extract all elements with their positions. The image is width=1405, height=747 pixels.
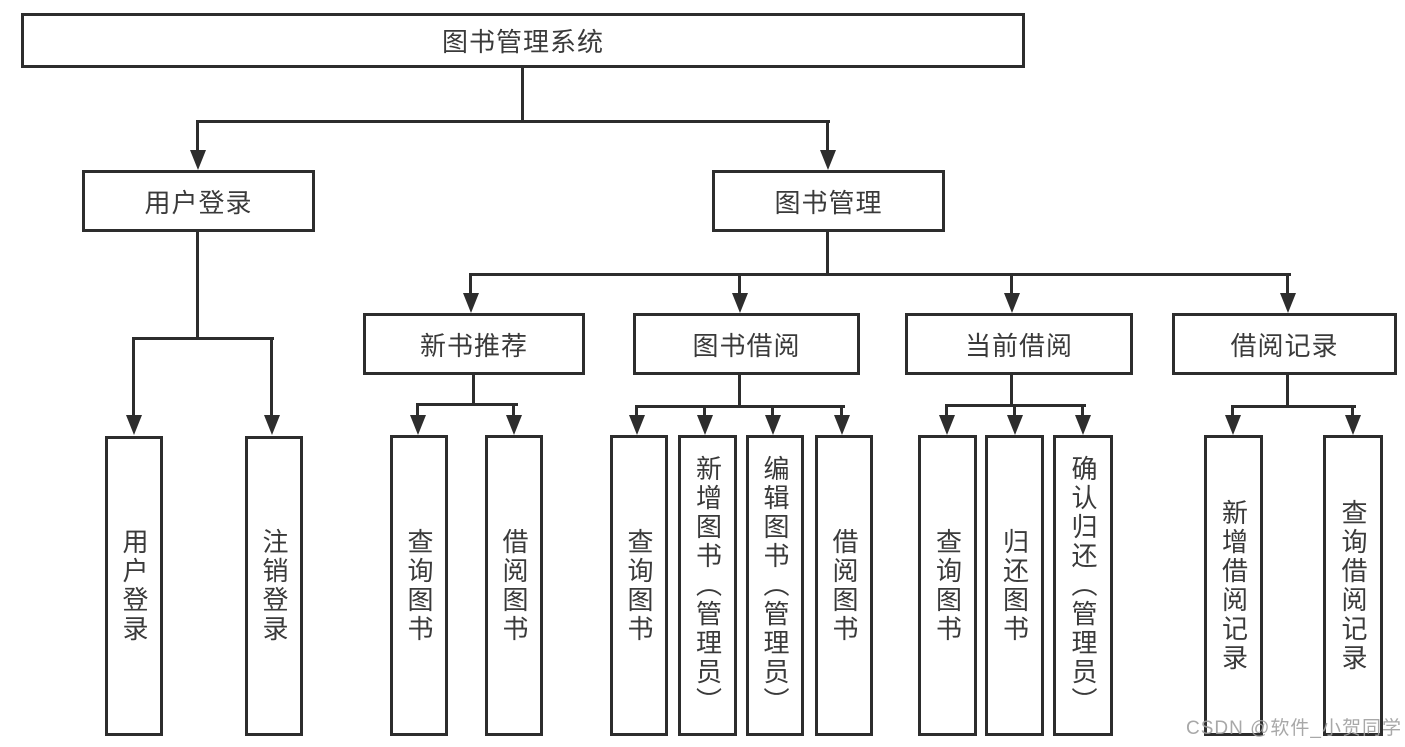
- connector-line: [1231, 405, 1234, 417]
- node-borrowing-records: 借阅记录: [1172, 313, 1397, 375]
- node-root-label: 图书管理系统: [441, 27, 604, 57]
- connector-line: [1231, 405, 1356, 408]
- node-new-book-recommend-label: 新书推荐: [419, 330, 528, 361]
- connector-line: [738, 273, 741, 295]
- leaf-user-login-label: 用户登录: [119, 528, 149, 644]
- arrowhead-icon: [190, 150, 206, 170]
- arrowhead-icon: [629, 415, 645, 435]
- arrowhead-icon: [765, 415, 781, 435]
- leaf-edit-books-admin: 编辑图书（管理员）: [746, 435, 804, 736]
- leaf-borrow-books-borrowing: 借阅图书: [815, 435, 873, 736]
- node-book-management: 图书管理: [712, 170, 945, 232]
- node-borrowing-records-label: 借阅记录: [1230, 330, 1339, 361]
- arrowhead-icon: [410, 415, 426, 435]
- connector-line: [196, 120, 830, 123]
- connector-line: [703, 405, 706, 417]
- node-book-management-label: 图书管理: [774, 187, 883, 218]
- connector-line: [1081, 404, 1084, 417]
- connector-line: [826, 232, 829, 276]
- connector-line: [196, 232, 199, 340]
- arrowhead-icon: [732, 293, 748, 313]
- leaf-user-login: 用户登录: [105, 436, 163, 736]
- node-current-borrowing-label: 当前借阅: [964, 330, 1073, 361]
- csdn-watermark: CSDN @软件_小贺同学: [1186, 718, 1402, 739]
- connector-line: [132, 337, 274, 340]
- arrowhead-icon: [834, 415, 850, 435]
- leaf-add-borrow-record: 新增借阅记录: [1204, 435, 1263, 736]
- connector-line: [635, 405, 638, 417]
- leaf-confirm-return-admin-label: 确认归还（管理员）: [1068, 455, 1098, 716]
- leaf-query-books-current: 查询图书: [918, 435, 977, 736]
- arrowhead-icon: [697, 415, 713, 435]
- leaf-query-borrow-record-label: 查询借阅记录: [1338, 498, 1368, 673]
- connector-line: [1010, 375, 1013, 407]
- connector-line: [635, 405, 845, 408]
- arrowhead-icon: [1225, 415, 1241, 435]
- node-new-book-recommend: 新书推荐: [363, 313, 585, 375]
- arrowhead-icon: [1075, 415, 1091, 435]
- arrowhead-icon: [264, 415, 280, 435]
- arrowhead-icon: [1345, 415, 1361, 435]
- connector-line: [1010, 273, 1013, 295]
- arrowhead-icon: [1007, 415, 1023, 435]
- connector-line: [472, 375, 475, 406]
- connector-line: [1351, 405, 1354, 417]
- arrowhead-icon: [463, 293, 479, 313]
- node-user-login: 用户登录: [82, 170, 315, 232]
- node-current-borrowing: 当前借阅: [905, 313, 1133, 375]
- leaf-logout: 注销登录: [245, 436, 303, 736]
- node-user-login-label: 用户登录: [144, 187, 253, 218]
- leaf-add-books-admin-label: 新增图书（管理员）: [692, 455, 723, 716]
- connector-line: [469, 273, 472, 295]
- connector-line: [416, 403, 518, 406]
- leaf-query-borrow-record: 查询借阅记录: [1323, 435, 1383, 736]
- leaf-borrow-books-recommend: 借阅图书: [485, 435, 543, 736]
- connector-line: [132, 337, 135, 417]
- arrowhead-icon: [939, 415, 955, 435]
- leaf-logout-label: 注销登录: [259, 528, 289, 644]
- leaf-edit-books-admin-label: 编辑图书（管理员）: [760, 455, 790, 716]
- leaf-query-books-recommend: 查询图书: [390, 435, 448, 736]
- arrowhead-icon: [126, 415, 142, 435]
- arrowhead-icon: [506, 415, 522, 435]
- connector-line: [416, 403, 419, 417]
- leaf-query-books-recommend-label: 查询图书: [404, 527, 434, 644]
- leaf-return-books-label: 归还图书: [999, 527, 1030, 644]
- leaf-confirm-return-admin: 确认归还（管理员）: [1053, 435, 1113, 736]
- node-book-borrowing: 图书借阅: [633, 313, 860, 375]
- node-root-system: 图书管理系统: [21, 13, 1025, 68]
- connector-line: [521, 68, 524, 123]
- connector-line: [945, 404, 948, 417]
- node-book-borrowing-label: 图书借阅: [692, 330, 801, 361]
- leaf-query-books-current-label: 查询图书: [932, 527, 963, 644]
- arrowhead-icon: [1280, 293, 1296, 313]
- connector-line: [1013, 404, 1016, 417]
- connector-line: [270, 337, 273, 417]
- connector-line: [826, 120, 829, 153]
- leaf-add-borrow-record-label: 新增借阅记录: [1218, 498, 1249, 673]
- leaf-query-books-borrowing: 查询图书: [610, 435, 668, 736]
- leaf-borrow-books-borrowing-label: 借阅图书: [829, 527, 859, 644]
- arrowhead-icon: [1004, 293, 1020, 313]
- leaf-borrow-books-recommend-label: 借阅图书: [499, 527, 529, 644]
- connector-line: [771, 405, 774, 417]
- leaf-return-books: 归还图书: [985, 435, 1044, 736]
- connector-line: [196, 120, 199, 153]
- connector-line: [469, 273, 1291, 276]
- arrowhead-icon: [820, 150, 836, 170]
- leaf-add-books-admin: 新增图书（管理员）: [678, 435, 737, 736]
- leaf-query-books-borrowing-label: 查询图书: [624, 527, 654, 644]
- connector-line: [512, 403, 515, 417]
- connector-line: [1286, 273, 1289, 295]
- connector-line: [840, 405, 843, 417]
- connector-line: [1286, 375, 1289, 408]
- connector-line: [738, 375, 741, 408]
